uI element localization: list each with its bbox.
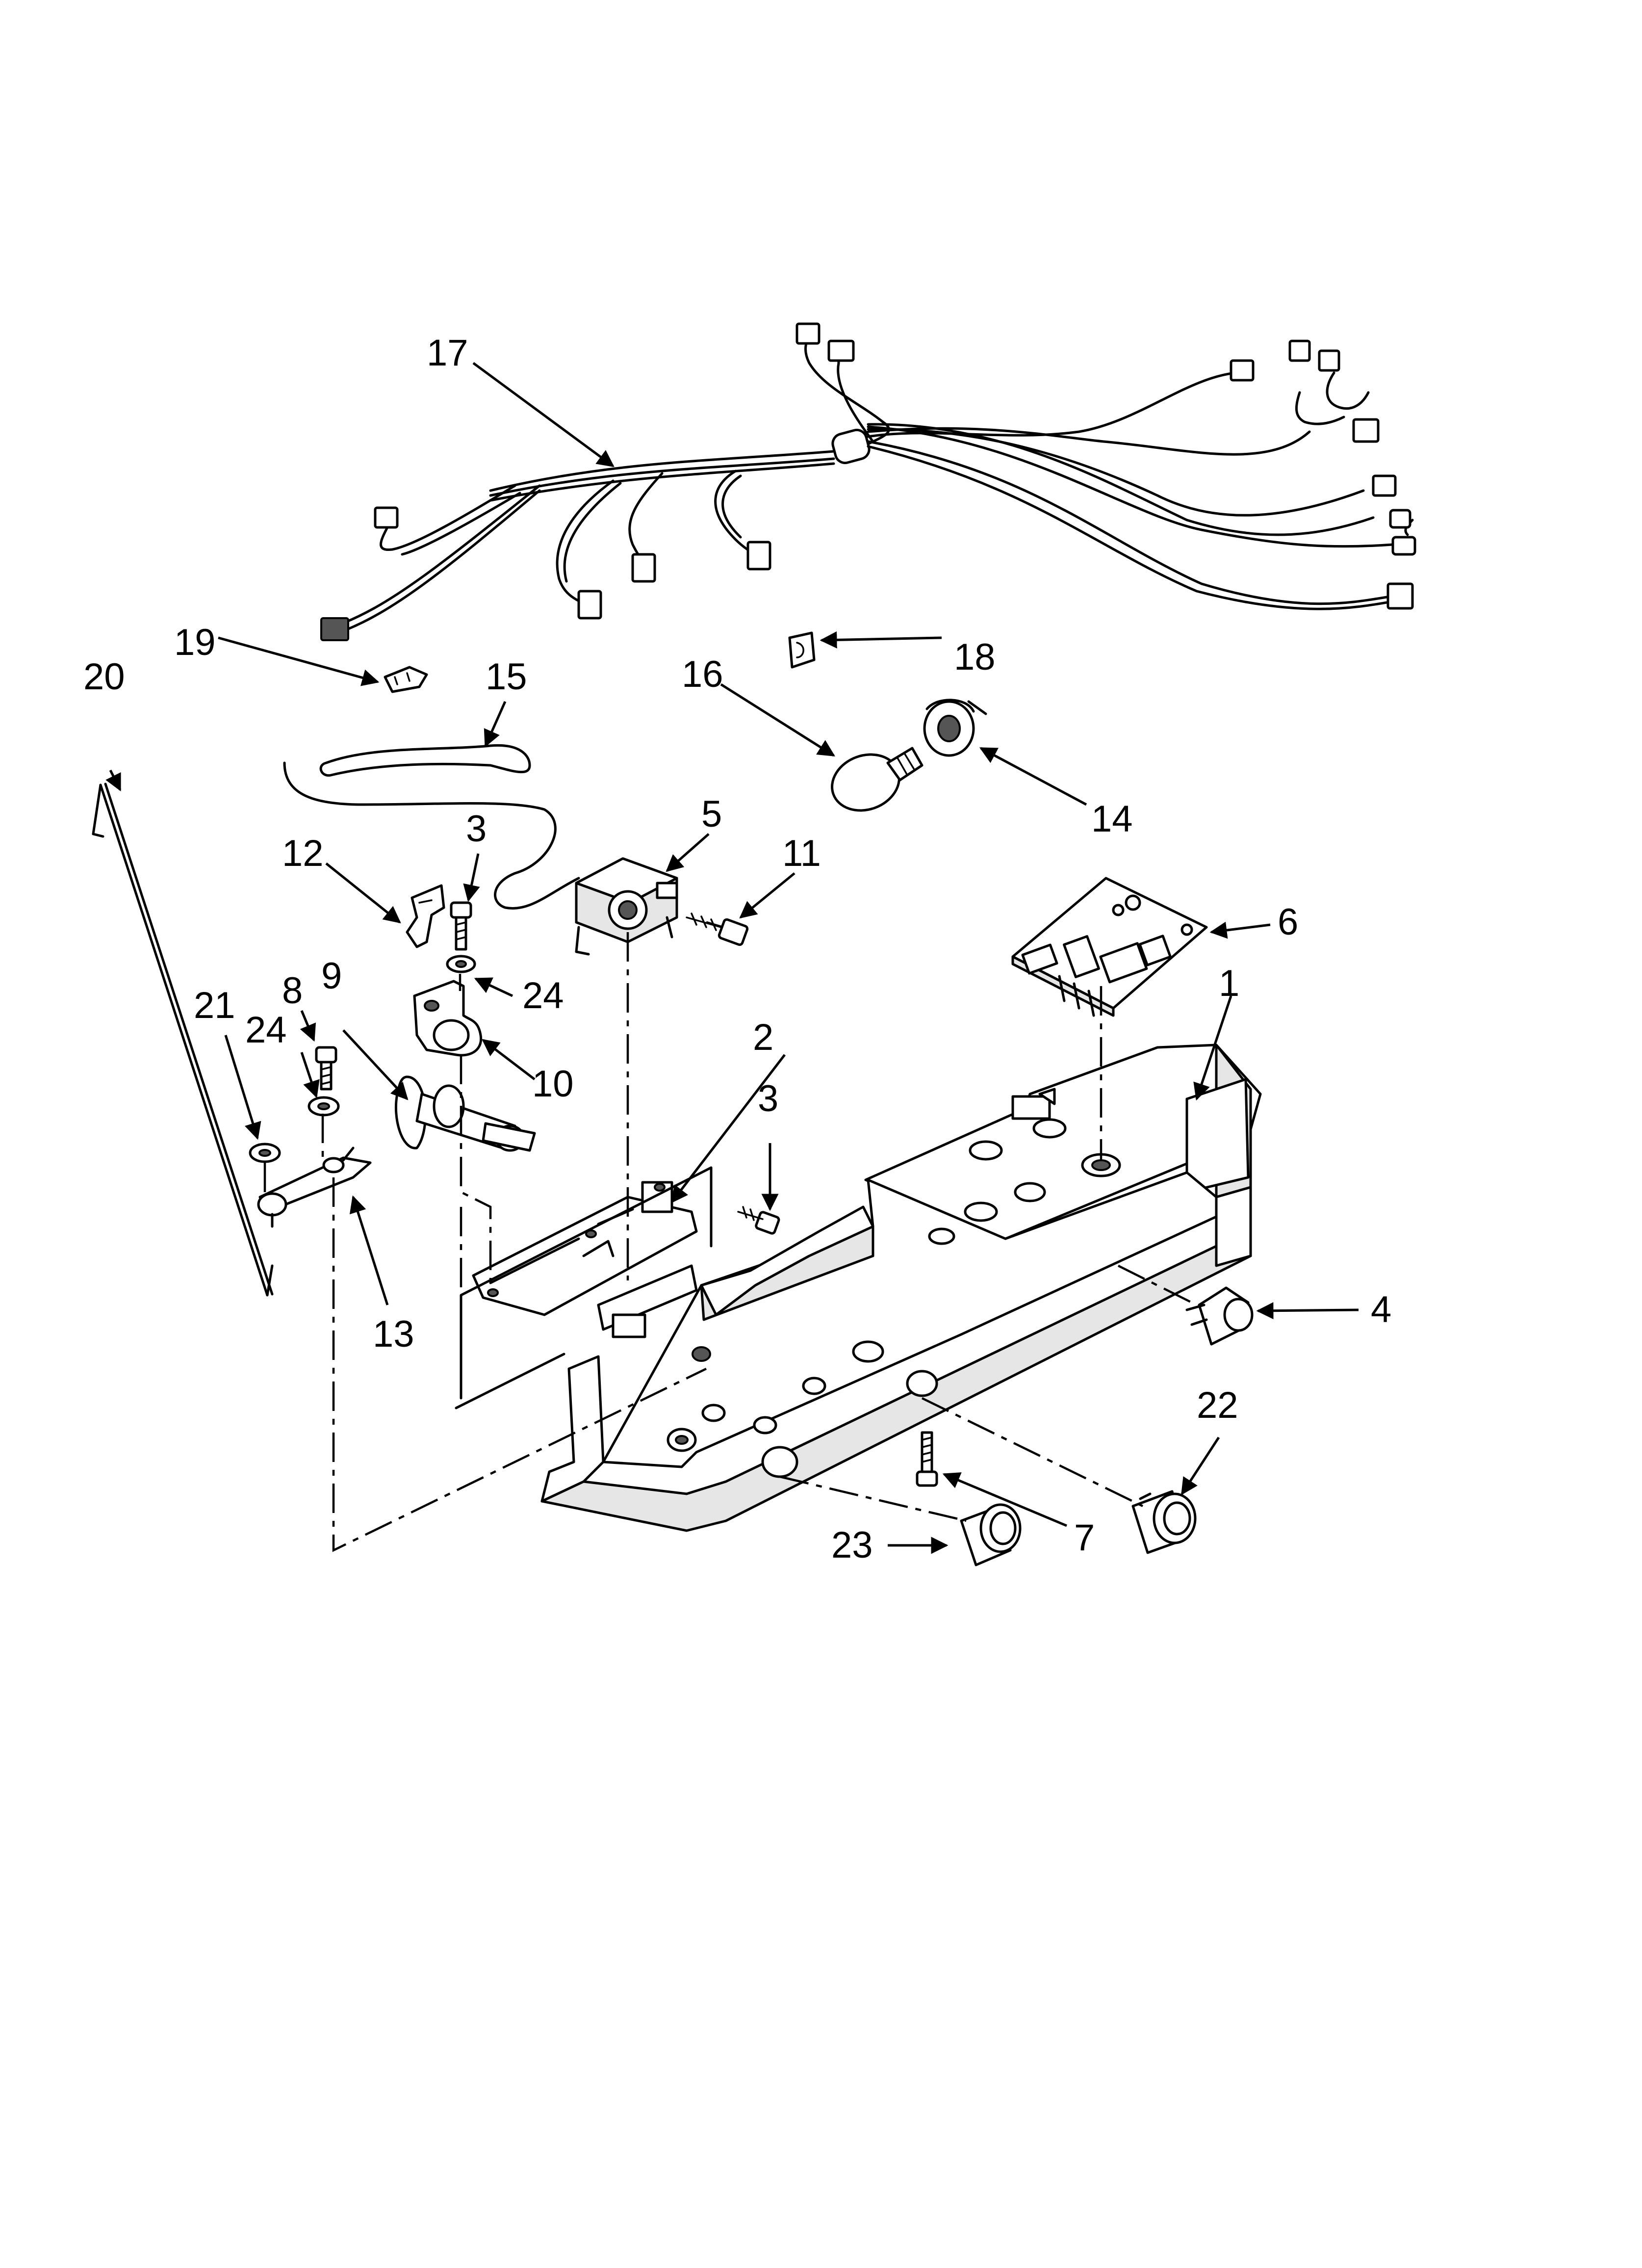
screw-11 — [686, 912, 749, 946]
callout-20: 20 — [83, 656, 125, 698]
callout-7: 7 — [1074, 1517, 1095, 1559]
screw-8 — [315, 1046, 337, 1091]
leader-lines — [105, 362, 1359, 1554]
wire-clip — [384, 666, 428, 693]
callout-12: 12 — [282, 833, 324, 874]
callout-14: 14 — [1091, 798, 1133, 840]
control-rod — [92, 782, 274, 1297]
callout-9: 9 — [321, 955, 342, 997]
light-switch — [1185, 1286, 1254, 1346]
callout-1: 1 — [1219, 963, 1239, 1004]
thermostat — [575, 857, 678, 956]
callout-22: 22 — [1197, 1384, 1238, 1426]
callout-10: 10 — [532, 1063, 574, 1105]
control-housing — [540, 1043, 1262, 1532]
bracket-12 — [406, 884, 445, 948]
callout-4: 4 — [1371, 1289, 1391, 1330]
callout-17: 17 — [427, 332, 468, 374]
control-board — [1011, 877, 1208, 1017]
bracket-10 — [413, 980, 483, 1057]
damper-control-rod — [394, 1075, 536, 1152]
callout-24-left: 24 — [245, 1009, 287, 1051]
callout-11: 11 — [782, 833, 821, 874]
callout-21: 21 — [194, 985, 235, 1026]
callout-6: 6 — [1278, 901, 1298, 943]
wire-harness — [320, 322, 1416, 641]
light-bulb — [831, 747, 924, 812]
callout-2: 2 — [753, 1017, 773, 1058]
callout-18: 18 — [954, 636, 996, 678]
callout-numbers: 1 2 3 3 4 5 6 7 8 9 10 11 12 13 14 15 16… — [83, 332, 1391, 1566]
callout-23: 23 — [831, 1524, 873, 1566]
callout-3-top: 3 — [466, 808, 487, 850]
washer-21 — [249, 1143, 281, 1163]
callout-8: 8 — [282, 970, 303, 1012]
washer-24-left — [308, 1096, 340, 1117]
screw-3-middle — [737, 1206, 780, 1235]
capillary-tube — [283, 744, 580, 910]
callout-16: 16 — [682, 653, 723, 695]
callout-3-middle: 3 — [758, 1078, 778, 1120]
washer-24-top — [446, 955, 476, 973]
sub-assembly-outline — [455, 1166, 713, 1409]
screw-3-top — [450, 901, 472, 951]
link-arm — [257, 1147, 372, 1228]
callout-5: 5 — [701, 793, 722, 835]
callout-15: 15 — [486, 656, 527, 698]
knob-23 — [960, 1503, 1022, 1566]
mounting-bracket — [472, 1181, 698, 1316]
callout-19: 19 — [174, 622, 216, 663]
knob-22 — [1131, 1490, 1197, 1554]
callout-13: 13 — [373, 1313, 414, 1355]
lamp-socket — [923, 699, 987, 757]
callout-24-top: 24 — [522, 975, 564, 1017]
screw-7 — [916, 1431, 938, 1487]
lamp-clip — [788, 631, 816, 669]
